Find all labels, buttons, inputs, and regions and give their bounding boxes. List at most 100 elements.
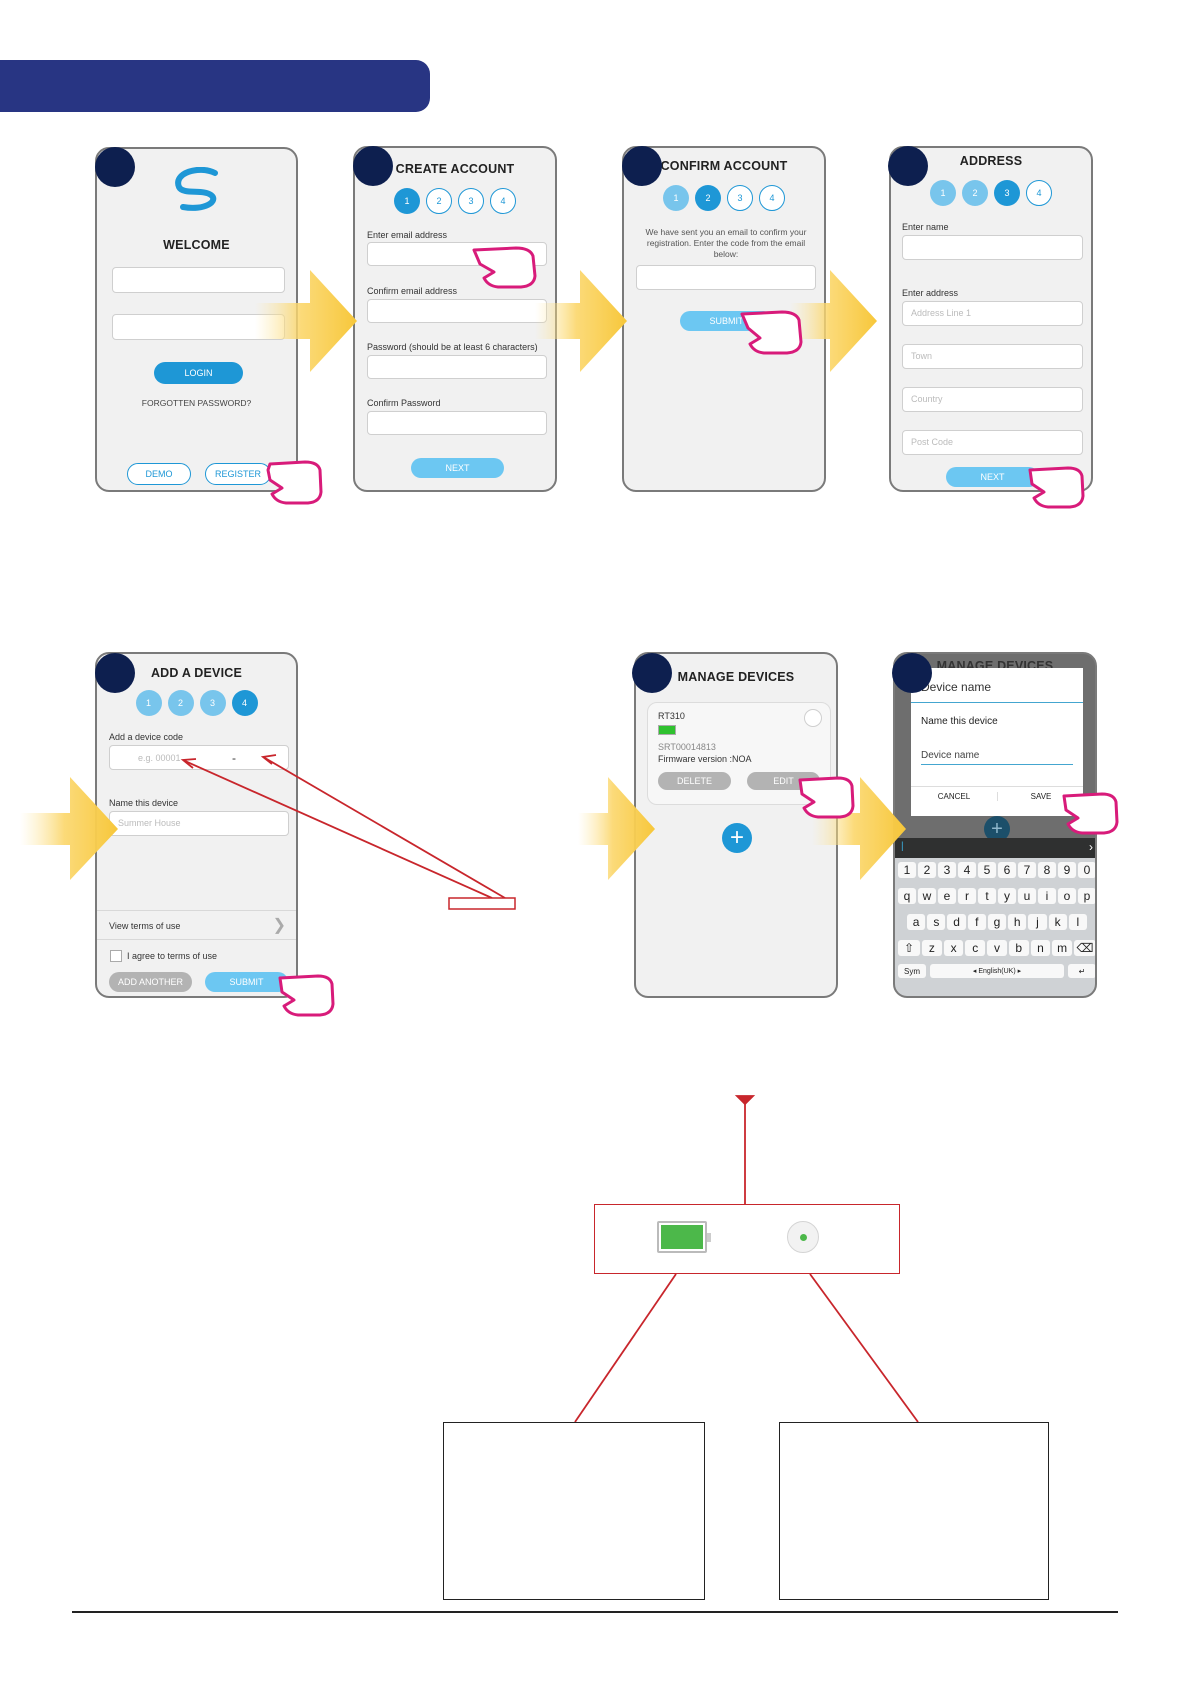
device-name-input[interactable]: Device name <box>921 750 1073 765</box>
key[interactable]: f <box>967 914 986 930</box>
delete-button[interactable]: DELETE <box>658 772 731 790</box>
demo-button[interactable]: DEMO <box>127 463 191 485</box>
key[interactable]: 9 <box>1058 862 1076 878</box>
login-button[interactable]: LOGIN <box>154 362 243 384</box>
add-device-icon[interactable]: + <box>722 823 752 853</box>
step-indicator: 1 2 3 4 <box>891 180 1091 206</box>
status-icon[interactable] <box>804 709 822 727</box>
step-2: 2 <box>426 188 452 214</box>
key[interactable]: o <box>1058 888 1076 904</box>
chevron-right-icon[interactable]: ❯ <box>272 917 286 934</box>
key[interactable]: e <box>938 888 956 904</box>
confirm-password-field[interactable] <box>367 411 547 435</box>
username-input[interactable] <box>112 267 285 293</box>
key[interactable]: 4 <box>958 862 976 878</box>
key[interactable]: 6 <box>998 862 1016 878</box>
key[interactable]: z <box>922 940 942 956</box>
key[interactable]: 2 <box>918 862 936 878</box>
cancel-button[interactable]: CANCEL <box>937 792 971 801</box>
submit-button[interactable]: SUBMIT <box>205 972 288 992</box>
address-line1-field[interactable]: Address Line 1 <box>902 301 1083 326</box>
step-4: 4 <box>1026 180 1052 206</box>
key[interactable]: g <box>987 914 1007 930</box>
confirm-email-field[interactable] <box>367 299 547 323</box>
device-code-placeholder: e.g. 00001 <box>138 753 181 763</box>
key[interactable]: x <box>943 940 964 956</box>
key[interactable]: w <box>918 888 936 904</box>
country-field[interactable]: Country <box>902 387 1083 412</box>
device-code-callout-box <box>448 897 516 910</box>
space-key[interactable]: ◂ English(UK) ▸ <box>930 964 1064 978</box>
enter-key[interactable]: ↵ <box>1068 964 1095 978</box>
name-field[interactable] <box>902 235 1083 260</box>
key[interactable]: t <box>978 888 996 904</box>
status-zoom-callout <box>594 1204 900 1274</box>
terms-link[interactable]: View terms of use <box>109 921 181 931</box>
key[interactable]: i <box>1038 888 1056 904</box>
shift-key[interactable]: ⇧ <box>898 940 920 956</box>
key[interactable]: p <box>1078 888 1095 904</box>
key[interactable]: a <box>907 914 926 930</box>
forgot-password-link[interactable]: FORGOTTEN PASSWORD? <box>141 398 252 408</box>
key[interactable]: l <box>1068 914 1087 930</box>
key[interactable]: 0 <box>1078 862 1095 878</box>
key[interactable]: s <box>927 914 946 930</box>
device-serial: SRT00014813 <box>658 742 716 752</box>
device-name-field[interactable]: Summer House <box>109 811 289 836</box>
key[interactable]: h <box>1008 914 1027 930</box>
app-logo <box>169 166 225 218</box>
step-4: 4 <box>759 185 785 211</box>
postcode-field[interactable]: Post Code <box>902 430 1083 455</box>
welcome-title: WELCOME <box>163 238 230 252</box>
screen-rename-device: MANAGE DEVICES Device name Name this dev… <box>893 652 1097 998</box>
key[interactable]: v <box>987 940 1007 956</box>
key[interactable]: 7 <box>1018 862 1036 878</box>
key[interactable]: u <box>1018 888 1036 904</box>
step-badge-5 <box>95 653 135 693</box>
pointing-hand-icon <box>472 246 537 289</box>
device-code-field[interactable]: e.g. 00001 - <box>109 745 289 770</box>
key[interactable]: d <box>947 914 966 930</box>
step-1: 1 <box>135 690 162 716</box>
backspace-key[interactable]: ⌫ <box>1074 940 1095 956</box>
add-another-button[interactable]: ADD ANOTHER <box>109 972 192 992</box>
key[interactable]: 1 <box>898 862 916 878</box>
confirm-message: We have sent you an email to confirm you… <box>645 227 807 259</box>
key[interactable]: m <box>1052 940 1073 956</box>
key[interactable]: 5 <box>978 862 996 878</box>
key[interactable]: n <box>1030 940 1051 956</box>
status-description-box <box>779 1422 1049 1600</box>
section-header-banner <box>0 60 430 112</box>
step-4: 4 <box>231 690 258 716</box>
key[interactable]: 3 <box>938 862 956 878</box>
key[interactable]: b <box>1008 940 1029 956</box>
add-device-icon: + <box>984 816 1010 842</box>
pointing-hand-icon <box>266 460 323 505</box>
key[interactable]: k <box>1048 914 1067 930</box>
key[interactable]: r <box>958 888 976 904</box>
key[interactable]: q <box>898 888 916 904</box>
key[interactable]: j <box>1028 914 1047 930</box>
agree-label: I agree to terms of use <box>127 951 218 961</box>
agree-checkbox[interactable] <box>110 950 122 962</box>
sym-key[interactable]: Sym <box>898 964 926 978</box>
key[interactable]: y <box>998 888 1016 904</box>
callout-arrowhead <box>260 754 277 765</box>
step-badge-1 <box>95 147 135 187</box>
next-button[interactable]: NEXT <box>946 467 1039 487</box>
battery-description-box <box>443 1422 705 1600</box>
next-button[interactable]: NEXT <box>411 458 504 478</box>
pointing-hand-icon <box>278 974 335 1017</box>
save-button[interactable]: SAVE <box>997 792 1084 801</box>
flow-arrow <box>535 270 627 372</box>
town-field[interactable]: Town <box>902 344 1083 369</box>
password-field[interactable] <box>367 355 547 379</box>
pointing-hand-icon <box>1028 466 1085 509</box>
key[interactable]: c <box>965 940 986 956</box>
chevron-right-icon[interactable]: › <box>1089 840 1093 854</box>
confirmation-code-field[interactable] <box>636 265 816 290</box>
key[interactable]: 8 <box>1038 862 1056 878</box>
step-2: 2 <box>167 690 194 716</box>
